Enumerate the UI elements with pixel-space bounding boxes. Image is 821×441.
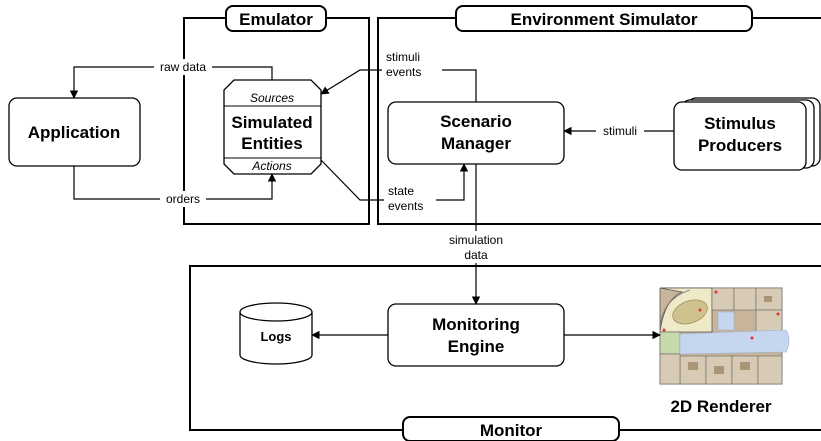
application-label: Application	[28, 123, 121, 142]
sources-label: Sources	[250, 91, 294, 105]
stimuli-events-label-line2: events	[386, 65, 421, 79]
monitoring-engine-label-line2: Engine	[448, 337, 505, 356]
actions-label: Actions	[251, 159, 291, 173]
emulator-title: Emulator	[239, 10, 313, 29]
logs-label: Logs	[260, 329, 291, 344]
stimuli-events-label-line1: stimuli	[386, 50, 420, 64]
simulated-entities-label-line2: Entities	[241, 134, 302, 153]
simulated-entities-node	[223, 79, 322, 175]
monitor-title-tab	[402, 416, 620, 441]
scenario-manager-label-line1: Scenario	[440, 112, 512, 131]
raw-data-label: raw data	[160, 60, 206, 74]
simulation-data-label-line2: data	[464, 248, 488, 262]
simulated-entities-label-line1: Simulated	[231, 113, 312, 132]
scenario-manager-label-line2: Manager	[441, 134, 511, 153]
environment-simulator-title-tab	[455, 5, 753, 32]
environment-simulator-title: Environment Simulator	[510, 10, 697, 29]
stimuli-label: stimuli	[603, 124, 637, 138]
monitoring-engine-label-line1: Monitoring	[432, 315, 520, 334]
orders-label: orders	[166, 192, 200, 206]
state-events-label-line2: events	[388, 199, 423, 213]
stimulus-producers-label-line1: Stimulus	[704, 114, 776, 133]
simulation-data-label-line1: simulation	[449, 233, 503, 247]
stimulus-producers-label-line2: Producers	[698, 136, 782, 155]
logs-database-icon	[239, 302, 313, 365]
floor-plan-image	[659, 287, 790, 385]
monitor-title: Monitor	[480, 421, 543, 440]
renderer-caption: 2D Renderer	[670, 397, 771, 416]
stimulus-producers-node	[673, 101, 807, 171]
state-events-label-line1: state	[388, 184, 414, 198]
monitoring-engine-node	[387, 303, 565, 367]
emulator-title-tab	[225, 5, 327, 32]
